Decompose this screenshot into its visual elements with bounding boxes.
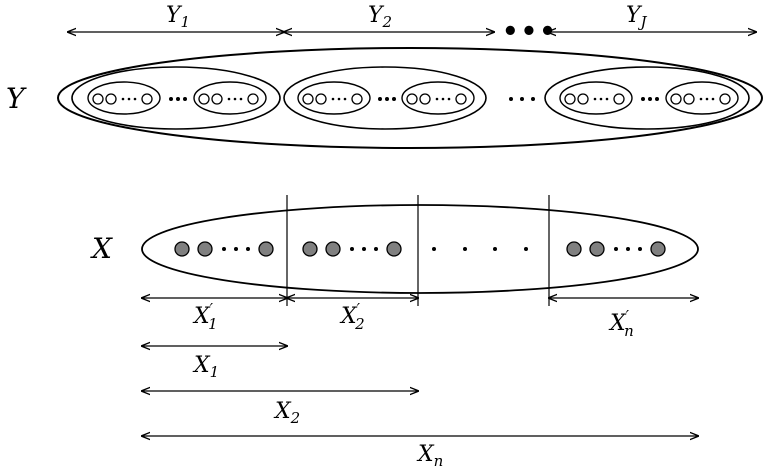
yj-group-ellipsis — [641, 97, 659, 101]
xn-cumulative-label: Xn — [416, 442, 443, 470]
x1-prime-label: X′1 — [192, 300, 218, 333]
y2-subgroup-b — [401, 81, 475, 115]
y1-subgroup-a — [87, 81, 161, 115]
yj-label: YJ — [626, 3, 648, 31]
x2-cumulative-label: X2 — [273, 399, 300, 427]
x1-cumulative-label: X1 — [192, 353, 219, 381]
x-outer-ellipse — [141, 204, 699, 294]
y1-group-ellipse — [71, 66, 281, 130]
y-groups-ellipsis — [509, 97, 535, 101]
y-range-ellipsis: ••• — [502, 17, 558, 47]
y1-label: Y1 — [166, 3, 190, 31]
y2-group-ellipsis — [378, 97, 396, 101]
x-blocks-ellipsis — [432, 247, 528, 251]
x-set-label: X — [90, 232, 113, 265]
yj-subgroup-b — [665, 81, 739, 115]
y1-subgroup-b — [193, 81, 267, 115]
y-set-label: Y — [6, 82, 27, 115]
yj-subgroup-a — [559, 81, 633, 115]
x-block-2-nodes — [302, 241, 402, 257]
x-block-1-nodes — [174, 241, 274, 257]
yj-group-ellipse — [544, 66, 750, 130]
y1-group-ellipsis — [169, 97, 187, 101]
x-block-n-nodes — [566, 241, 666, 257]
y2-subgroup-a — [297, 81, 371, 115]
y2-label: Y2 — [368, 3, 392, 31]
y-outer-ellipse — [57, 47, 763, 149]
y2-group-ellipse — [283, 66, 487, 130]
x2-prime-label: X′2 — [339, 300, 365, 333]
xn-prime-label: X′n — [608, 307, 634, 340]
